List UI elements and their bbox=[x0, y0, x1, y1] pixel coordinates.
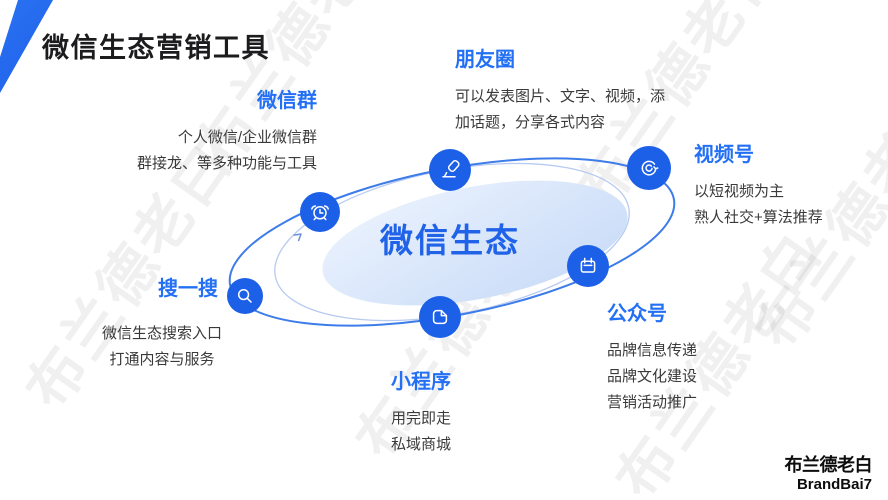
mini-program-title: 小程序 bbox=[391, 371, 451, 393]
wechat-group-desc-line: 个人微信/企业微信群 bbox=[177, 129, 317, 146]
node-search bbox=[227, 278, 263, 314]
official-account-block: 公众号 品牌信息传递 品牌文化建设 营销活动推广 bbox=[607, 302, 697, 416]
moments-desc-line: 可以发表图片、文字、视频，添 bbox=[455, 88, 666, 105]
official-account-title: 公众号 bbox=[607, 303, 667, 325]
stamp-icon bbox=[442, 160, 460, 178]
search-desc-line: 打通内容与服务 bbox=[109, 351, 215, 368]
moments-title: 朋友圈 bbox=[455, 49, 515, 71]
brand-logo-en: BrandBai7 bbox=[796, 476, 872, 493]
wechat-group-title: 微信群 bbox=[257, 90, 317, 112]
alarm-clock-icon bbox=[311, 205, 329, 221]
circular-arrow-icon bbox=[641, 160, 659, 176]
mini-program-desc-line: 私域商城 bbox=[391, 436, 452, 453]
wechat-group-block: 微信群 个人微信/企业微信群 群接龙、等多种功能与工具 bbox=[137, 89, 317, 177]
center-ellipse bbox=[322, 180, 628, 306]
channels-desc-line: 以短视频为主 bbox=[694, 183, 785, 200]
file-icon bbox=[432, 309, 448, 325]
node-moments bbox=[429, 149, 471, 191]
calendar-icon bbox=[580, 257, 596, 273]
official-account-desc-line: 营销活动推广 bbox=[607, 394, 698, 411]
official-account-desc-line: 品牌信息传递 bbox=[607, 342, 698, 359]
channels-desc-line: 熟人社交+算法推荐 bbox=[694, 209, 823, 226]
channels-title: 视频号 bbox=[694, 144, 754, 166]
node-channels bbox=[627, 146, 671, 190]
node-wechat-group bbox=[300, 192, 340, 232]
search-desc-line: 微信生态搜索入口 bbox=[101, 325, 222, 342]
mini-program-block: 小程序 用完即走 私域商城 bbox=[391, 370, 451, 458]
node-official-account bbox=[567, 245, 609, 287]
moments-desc-line: 加话题，分享各式内容 bbox=[455, 114, 606, 131]
flow-arrow-up-right bbox=[293, 233, 302, 242]
search-block: 搜一搜 微信生态搜索入口 打通内容与服务 bbox=[62, 277, 262, 373]
brand-logo-cn: 布兰德老白 bbox=[784, 455, 873, 475]
center-label: 微信生态 bbox=[379, 222, 520, 259]
official-account-desc-line: 品牌文化建设 bbox=[607, 368, 698, 385]
brand-logo: 布兰德老白 BrandBai7 bbox=[785, 454, 873, 494]
node-mini-program bbox=[419, 296, 461, 338]
page-title: 微信生态营销工具 bbox=[42, 33, 270, 63]
search-icon bbox=[237, 288, 252, 303]
moments-block: 朋友圈 可以发表图片、文字、视频，添 加话题，分享各式内容 bbox=[455, 48, 665, 136]
search-title: 搜一搜 bbox=[158, 278, 218, 300]
channels-block: 视频号 以短视频为主 熟人社交+算法推荐 bbox=[694, 143, 823, 231]
wechat-group-desc-line: 群接龙、等多种功能与工具 bbox=[136, 155, 317, 172]
mini-program-desc-line: 用完即走 bbox=[391, 410, 452, 427]
